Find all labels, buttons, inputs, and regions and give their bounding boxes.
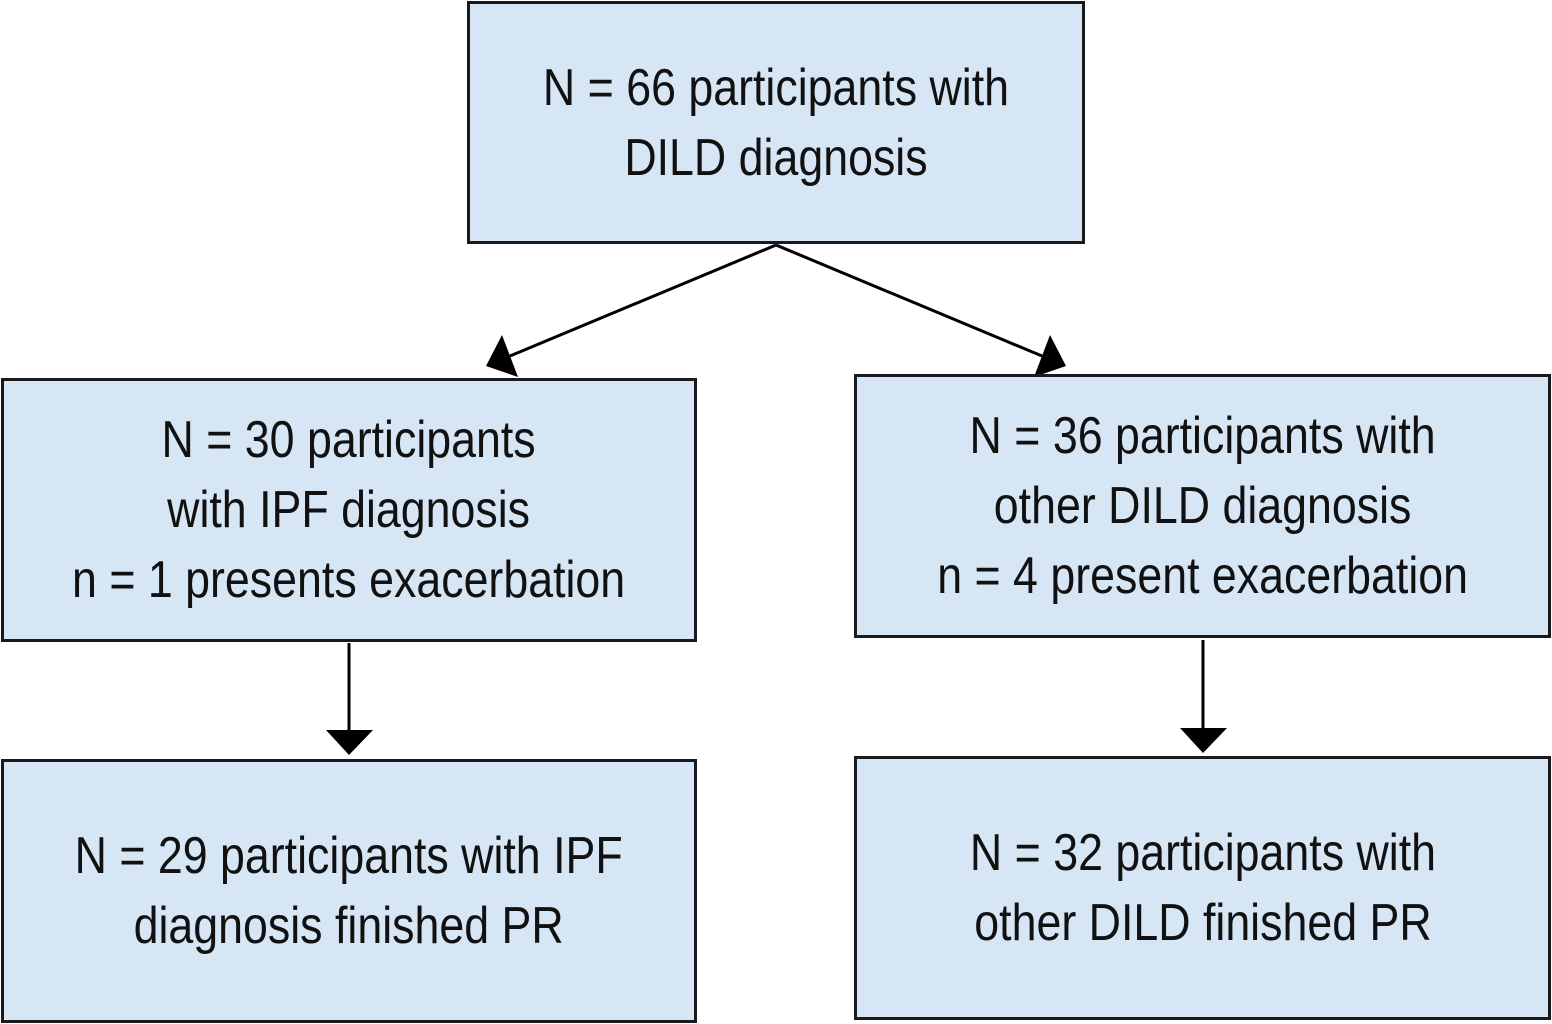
arrow-top-to-other [775, 243, 1043, 358]
box-all-dild-participants: N = 66 participants with DILD diagnosis [467, 1, 1085, 244]
box-text-line: other DILD diagnosis [993, 477, 1412, 535]
arrowhead-other [1034, 335, 1066, 377]
arrowhead-other-finished [1180, 728, 1227, 753]
box-other-dild-finished-pr: N = 32 participants with other DILD fini… [854, 756, 1551, 1020]
box-text-line: other DILD finished PR [973, 894, 1432, 952]
box-text-line: n = 4 present exacerbation [937, 547, 1468, 605]
box-text-line: N = 66 participants with [542, 58, 1010, 117]
box-text-line: with IPF diagnosis [167, 481, 531, 539]
box-ipf-participants: N = 30 participants with IPF diagnosis n… [1, 378, 697, 642]
box-text-line: N = 32 participants with [969, 824, 1436, 882]
arrowhead-ipf [486, 335, 518, 377]
box-text-line: diagnosis finished PR [133, 897, 565, 955]
box-text-line: n = 1 presents exacerbation [72, 551, 626, 609]
box-text-line: N = 36 participants with [969, 407, 1436, 465]
box-text-line: DILD diagnosis [624, 128, 928, 187]
arrow-top-to-ipf [509, 243, 777, 358]
box-text-line: N = 29 participants with IPF [74, 827, 624, 885]
box-text-line: N = 30 participants [161, 411, 537, 469]
box-other-dild-participants: N = 36 participants with other DILD diag… [854, 374, 1551, 638]
arrowhead-ipf-finished [326, 730, 373, 755]
box-ipf-finished-pr: N = 29 participants with IPF diagnosis f… [1, 759, 697, 1023]
